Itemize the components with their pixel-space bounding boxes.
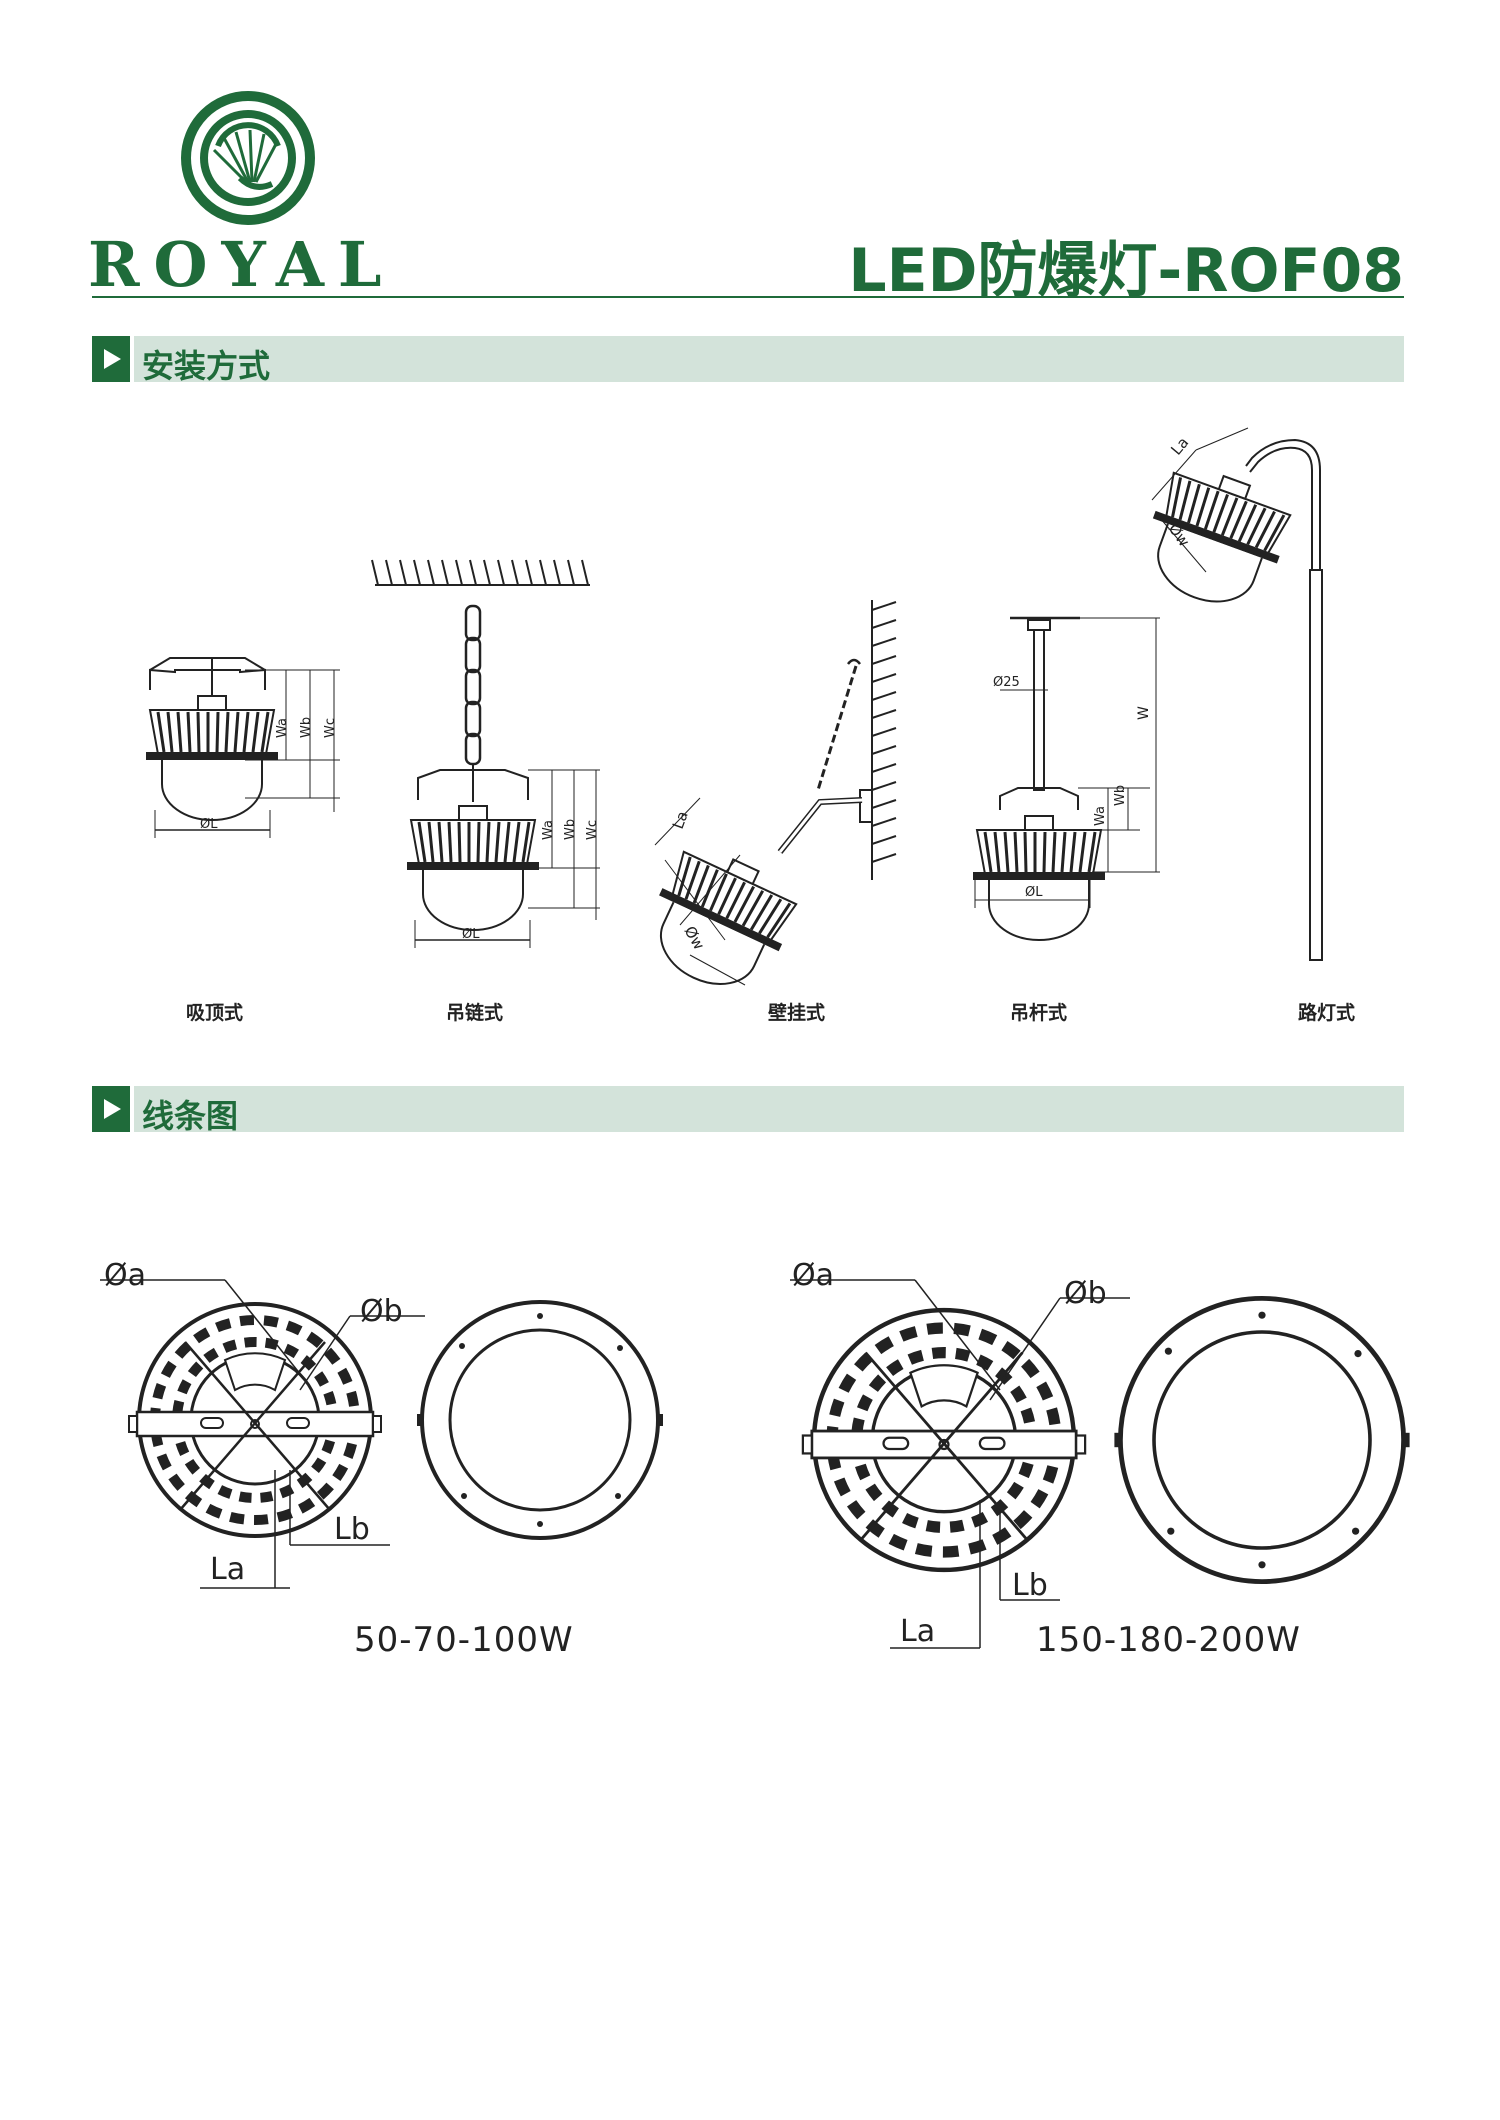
caption-chain-hang: 吊链式 <box>446 1002 504 1024</box>
header-divider <box>92 296 1404 298</box>
dim-label-ob: Øb <box>1064 1276 1107 1311</box>
dim-label: Ø25 <box>993 675 1020 690</box>
pole-pendant-drawing <box>973 616 1160 940</box>
dim-label: ØL <box>200 817 218 832</box>
dim-label: W <box>1136 706 1152 720</box>
dim-label-la: La <box>900 1614 936 1649</box>
dim-label: ØL <box>462 927 480 942</box>
section-title: 安装方式 <box>142 347 271 385</box>
front-view-large <box>801 1310 1087 1570</box>
dim-label-oa: Øa <box>792 1258 834 1293</box>
dim-label: Wa <box>275 718 290 738</box>
dim-label: ØL <box>1025 885 1043 900</box>
dim-label-oa: Øa <box>104 1258 146 1293</box>
section-line-drawing-header: 线条图 <box>92 1086 1404 1135</box>
front-view-small <box>128 1304 382 1536</box>
ceiling-mount-drawing <box>146 657 340 838</box>
section-arrow-icon <box>92 1086 130 1132</box>
street-lamp-drawing <box>1132 427 1323 961</box>
line-drawings <box>100 1279 1500 1649</box>
chain-hang-drawing <box>371 559 600 948</box>
rear-view-large <box>1114 1298 1409 1581</box>
brand-name: ROYAL <box>88 228 396 301</box>
caption-street-lamp: 路灯式 <box>1298 1002 1356 1024</box>
dim-label-la: La <box>210 1552 246 1587</box>
dim-label: Wa <box>541 820 556 840</box>
dim-label: Wa <box>1093 806 1108 826</box>
logo-emblem-icon <box>181 91 315 225</box>
dim-label-lb: Lb <box>334 1512 370 1547</box>
page-title: LED防爆灯-ROF08 <box>848 236 1404 306</box>
dim-label: La <box>669 809 692 832</box>
rear-view-small <box>415 1300 665 1540</box>
wattage-label: 150-180-200W <box>1036 1620 1301 1660</box>
brand-logo: ROYAL <box>88 90 408 301</box>
section-title: 线条图 <box>142 1097 239 1135</box>
section-arrow-icon <box>92 336 130 382</box>
dim-label: Wb <box>563 819 578 840</box>
wall-mount-drawing <box>634 600 897 1006</box>
caption-ceiling-mount: 吸顶式 <box>186 1002 244 1024</box>
dim-label: Wb <box>1113 785 1128 806</box>
dim-label-ob: Øb <box>360 1294 403 1329</box>
dim-label: Wc <box>585 820 600 840</box>
dim-label-lb: Lb <box>1012 1568 1048 1603</box>
dim-label: Wb <box>299 717 314 738</box>
installation-drawings: ØL Wa Wb Wc ØL Wa Wb Wc La Øw Ø25 W Wa W… <box>0 427 1323 1020</box>
section-installation-header: 安装方式 <box>92 336 1404 385</box>
wattage-label: 50-70-100W <box>354 1620 574 1660</box>
dim-label: Wc <box>323 718 338 738</box>
caption-pole-pendant: 吊杆式 <box>1010 1002 1068 1024</box>
dim-label: La <box>1167 434 1192 459</box>
caption-wall-mount: 壁挂式 <box>768 1002 826 1024</box>
